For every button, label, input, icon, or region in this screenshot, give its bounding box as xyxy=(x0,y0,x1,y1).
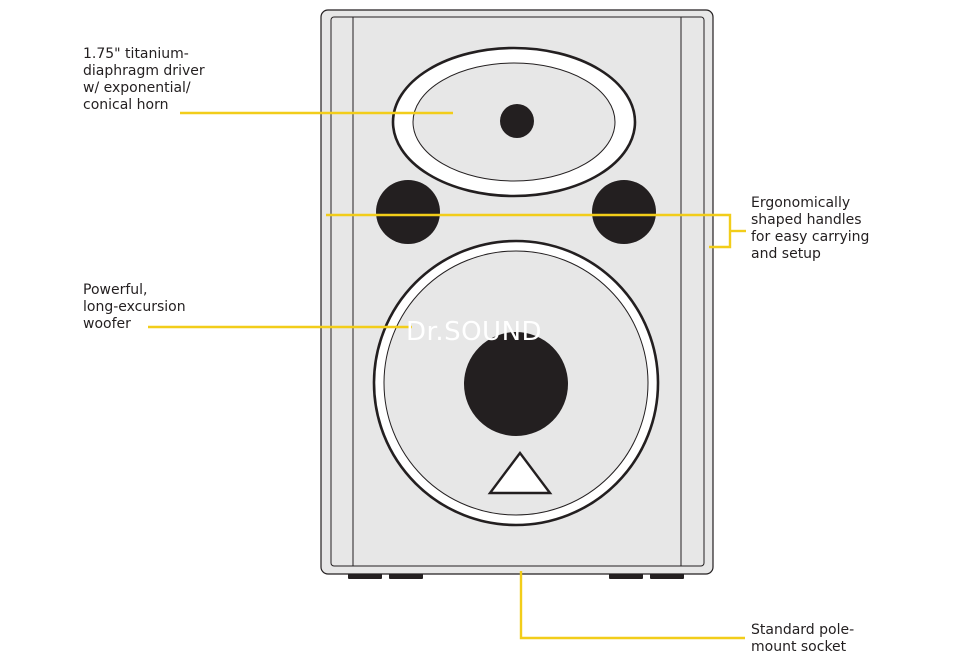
handle-right xyxy=(592,180,656,244)
callout-line-pole-mount xyxy=(519,571,745,640)
callout-lines xyxy=(148,111,746,640)
callout-label-pole-mount: Standard pole- mount socket xyxy=(751,622,855,655)
woofer xyxy=(372,239,660,527)
woofer-dust-cap xyxy=(464,332,568,436)
horn-throat xyxy=(500,104,534,138)
tweeter-horn xyxy=(391,46,637,198)
watermark-text: Dr.SOUND xyxy=(406,317,543,347)
handle-left xyxy=(376,180,440,244)
callout-label-woofer: Powerful, long-excursion woofer xyxy=(83,282,186,332)
callout-label-handles: Ergonomically shaped handles for easy ca… xyxy=(751,195,870,262)
callout-label-tweeter: 1.75" titanium- diaphragm driver w/ expo… xyxy=(83,46,205,113)
logo-triangle xyxy=(487,451,553,495)
